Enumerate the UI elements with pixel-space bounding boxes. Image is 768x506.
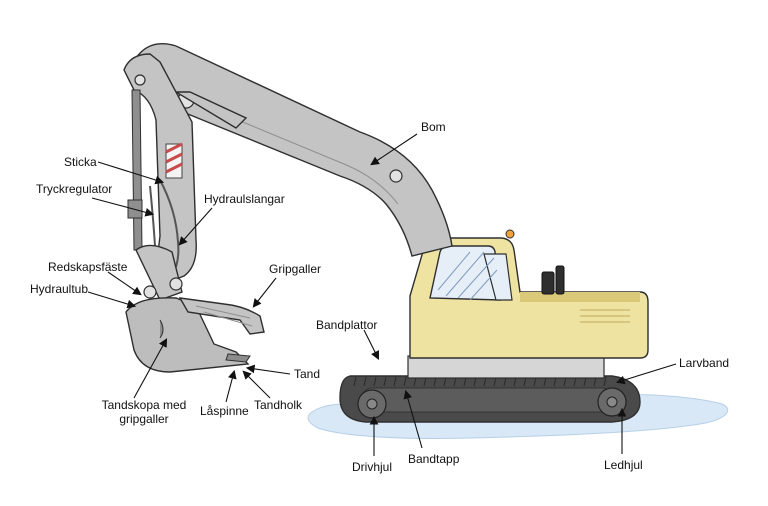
label-bandtapp: Bandtapp [408,452,460,466]
label-hydraultub: Hydraultub [30,282,89,296]
label-bom: Bom [421,120,446,134]
label-bandplattor: Bandplattor [316,318,378,332]
label-drivhjul: Drivhjul [352,460,393,474]
track-plate [393,376,397,387]
label-laspinne: Låspinne [200,404,249,418]
hydraulic-linkage [135,179,183,301]
track-plate [373,376,377,387]
track-plate [363,376,367,387]
track-plate [383,376,387,387]
stick [123,53,197,283]
label-ledhjul: Ledhjul [604,458,643,472]
track-assembly [339,375,641,423]
label-hydraulslangar: Hydraulslangar [204,192,285,206]
label-tandholk: Tandholk [254,398,303,412]
label-tryckregulator: Tryckregulator [36,182,113,196]
track-plate [353,376,357,387]
track-plate [403,376,407,387]
bucket [125,297,265,373]
callout-lines [87,133,677,456]
label-tand: Tand [294,367,321,381]
track-plate [603,376,607,387]
label-redskapsfaste: Redskapsfäste [48,260,128,274]
label-tandskopa: Tandskopa med gripgaller [101,398,187,426]
label-larvband: Larvband [679,356,730,370]
grapple [178,297,265,335]
label-sticka: Sticka [64,155,97,169]
label-gripgaller: Gripgaller [269,262,322,276]
upper-structure [407,229,649,379]
